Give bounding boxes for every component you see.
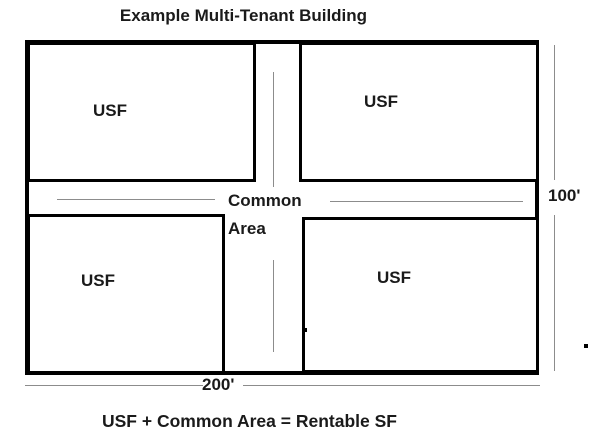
diagram-title: Example Multi-Tenant Building bbox=[119, 6, 368, 25]
width-dimension-label: 200' bbox=[202, 375, 235, 394]
room-bottom-left: USF bbox=[27, 214, 225, 374]
width-dimension-line-left bbox=[25, 385, 203, 386]
common-area-label-line1: Common bbox=[228, 191, 302, 210]
room-bottom-right: USF bbox=[302, 217, 539, 373]
usf-label-top-right: USF bbox=[364, 92, 398, 111]
height-dimension-line-lower bbox=[554, 215, 555, 371]
building-outline bbox=[25, 40, 539, 375]
room-top-right: USF bbox=[299, 42, 539, 182]
stray-dot-left bbox=[302, 328, 307, 332]
room-top-left: USF bbox=[27, 42, 256, 182]
width-dimension-line-right bbox=[243, 385, 540, 386]
stray-dot-right bbox=[584, 344, 588, 348]
common-area-leader-line-left bbox=[57, 199, 215, 200]
usf-label-bottom-left: USF bbox=[81, 271, 115, 290]
common-area-label: Common Area bbox=[228, 187, 302, 243]
corridor-line-upper bbox=[273, 72, 274, 187]
usf-label-bottom-right: USF bbox=[377, 268, 411, 287]
usf-label-top-left: USF bbox=[93, 101, 127, 120]
diagram-caption: USF + Common Area = Rentable SF bbox=[102, 411, 397, 431]
corridor-line-lower bbox=[273, 260, 274, 352]
height-dimension-line-upper bbox=[554, 45, 555, 180]
height-dimension-label: 100' bbox=[548, 186, 581, 205]
common-area-label-line2: Area bbox=[228, 219, 266, 238]
common-area-leader-line-right bbox=[330, 201, 523, 202]
